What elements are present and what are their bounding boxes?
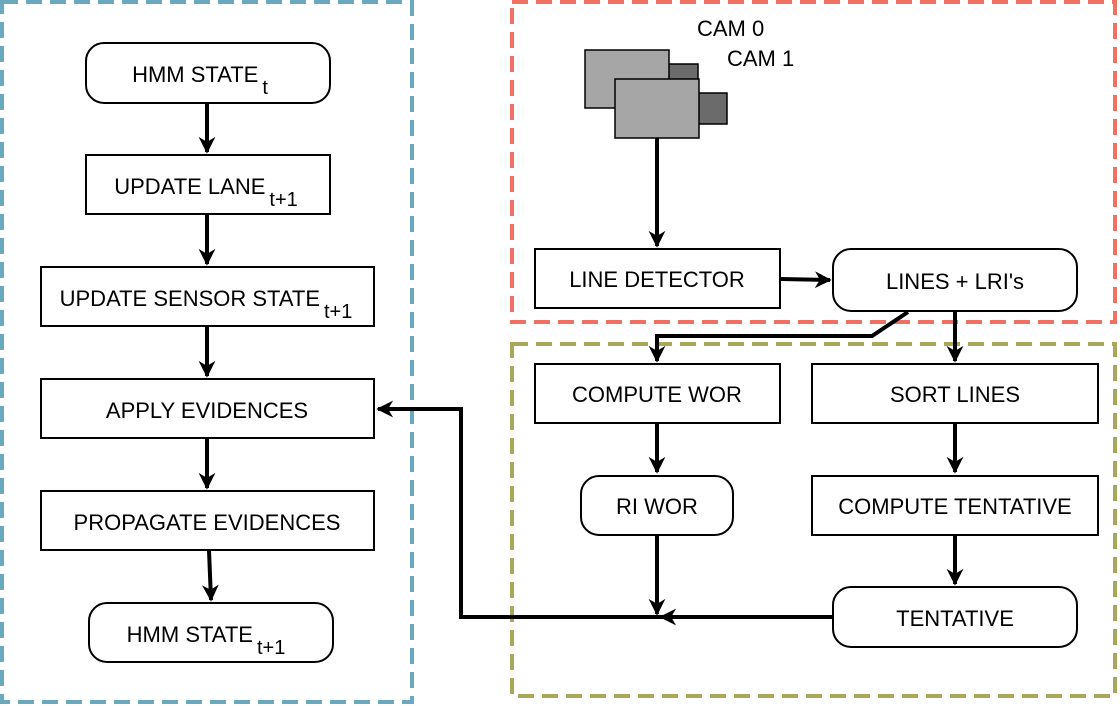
node-compute-wor: COMPUTE WOR (534, 363, 781, 424)
node-label: UPDATE LANE (114, 174, 265, 199)
node-label: PROPAGATE EVIDENCES (74, 510, 341, 535)
svg-text:UPDATE LANEt+1: UPDATE LANEt+1 (114, 174, 298, 211)
node-subscript: t (262, 77, 268, 99)
node-label: APPLY EVIDENCES (106, 398, 308, 423)
svg-text:HMM STATEt: HMM STATEt (132, 62, 268, 99)
edges (198, 103, 964, 626)
node-label: UPDATE SENSOR STATE (60, 286, 320, 311)
camera-icon (584, 49, 728, 139)
svg-text:UPDATE SENSOR STATEt+1: UPDATE SENSOR STATEt+1 (60, 286, 353, 323)
node-subscript: t+1 (257, 637, 285, 659)
node-update-lane: UPDATE LANEt+1 (85, 154, 331, 215)
node-label: TENTATIVE (896, 606, 1014, 631)
node-lines-lris: LINES + LRI's (832, 248, 1078, 312)
node-label: COMPUTE WOR (572, 382, 742, 407)
node-label: COMPUTE TENTATIVE (838, 494, 1071, 519)
node-hmm-state-t: HMM STATEt (85, 42, 331, 104)
cam1-body (614, 78, 700, 139)
node-compute-tentative: COMPUTE TENTATIVE (811, 475, 1099, 536)
node-label: SORT LINES (890, 382, 1020, 407)
node-hmm-state-t1: HMM STATEt+1 (88, 602, 334, 663)
cam1-lens (697, 92, 728, 125)
cam1-label: CAM 1 (727, 46, 794, 71)
node-subscript: t+1 (324, 301, 352, 323)
processing-region-frame (510, 342, 1117, 698)
node-tentative: TENTATIVE (832, 586, 1078, 648)
node-label: LINES + LRI's (886, 269, 1024, 294)
hmm-region-frame (0, 0, 414, 704)
node-label: LINE DETECTOR (569, 267, 745, 292)
edge-tentative-to-apply (376, 400, 832, 619)
node-subscript: t+1 (269, 189, 297, 211)
node-propagate-evidences: PROPAGATE EVIDENCES (40, 490, 375, 551)
svg-text:HMM STATEt+1: HMM STATEt+1 (127, 622, 286, 659)
node-label: RI WOR (616, 494, 698, 519)
node-line-detector: LINE DETECTOR (534, 248, 781, 309)
node-update-sensor-state: UPDATE SENSOR STATEt+1 (40, 266, 375, 327)
node-sort-lines: SORT LINES (811, 363, 1099, 424)
node-label: HMM STATE (127, 622, 253, 647)
node-ri-wor: RI WOR (580, 475, 734, 536)
edge-propagate-to-hmm (202, 549, 219, 602)
edge-lines-to-compute-wor (648, 310, 910, 363)
node-apply-evidences: APPLY EVIDENCES (40, 378, 375, 439)
camera-region-frame (510, 0, 1117, 324)
node-label: HMM STATE (132, 62, 258, 87)
edge-detector-to-lines (780, 271, 832, 289)
cam0-label: CAM 0 (697, 16, 764, 41)
